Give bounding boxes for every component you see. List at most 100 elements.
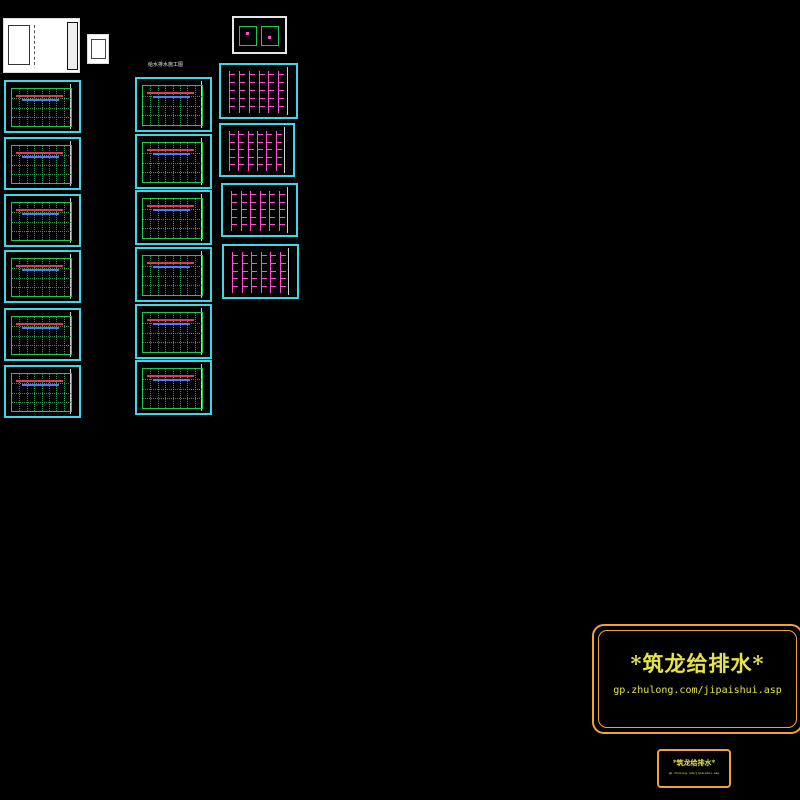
branch-line xyxy=(266,164,273,166)
branch-line xyxy=(260,270,267,272)
riser-line xyxy=(258,71,260,113)
floor-plan-sheet-col2-3[interactable] xyxy=(135,190,212,245)
branch-line xyxy=(238,134,245,135)
grid-line xyxy=(26,89,28,126)
supply-pipe xyxy=(153,379,190,381)
branch-line xyxy=(275,156,282,158)
branch-line xyxy=(248,106,255,107)
drain-pipe xyxy=(147,149,194,151)
system-diagram-sheet-3[interactable] xyxy=(221,183,298,237)
floor-plan-outline xyxy=(11,258,72,297)
branch-line xyxy=(238,106,245,107)
title-block xyxy=(70,84,77,129)
system-diagram-sheet-2[interactable] xyxy=(219,123,295,177)
grid-line xyxy=(63,317,65,354)
system-diagram-sheet-4[interactable] xyxy=(222,244,299,299)
floor-plan-outline xyxy=(11,316,72,355)
grid-line xyxy=(56,146,58,183)
branch-line xyxy=(266,156,273,158)
branch-line xyxy=(266,134,273,135)
floor-plan-outline xyxy=(11,373,72,412)
branch-line xyxy=(269,224,275,226)
floor-plan-sheet-col1-1[interactable] xyxy=(4,80,81,133)
floor-plan-sheet-col1-4[interactable] xyxy=(4,250,81,303)
riser-line xyxy=(232,252,233,293)
floor-plan-sheet-col2-6[interactable] xyxy=(135,360,212,415)
riser-line xyxy=(229,131,230,171)
detail-sheet-top[interactable] xyxy=(232,16,287,54)
branch-line xyxy=(278,194,285,195)
grid-line xyxy=(194,143,196,182)
branch-line xyxy=(260,255,267,256)
branch-line xyxy=(248,74,255,75)
floor-plan-sheet-col2-2[interactable] xyxy=(135,134,212,189)
branch-line xyxy=(259,194,266,195)
grid-line xyxy=(194,313,196,352)
grid-line xyxy=(56,317,58,354)
grid-line xyxy=(63,146,65,183)
branch-line xyxy=(229,90,235,91)
branch-line xyxy=(259,201,266,203)
grid-line xyxy=(172,143,174,182)
grid-line xyxy=(165,313,167,352)
grid-line xyxy=(179,256,181,295)
detail-drawing-right xyxy=(261,26,279,46)
branch-line xyxy=(259,209,266,211)
branch-line xyxy=(229,156,235,158)
branch-line xyxy=(247,141,254,143)
riser-line xyxy=(251,252,252,293)
grid-line xyxy=(34,317,36,354)
branch-line xyxy=(268,98,275,99)
grid-line xyxy=(19,203,21,240)
grid-line xyxy=(194,256,196,295)
design-notes-sheet[interactable] xyxy=(3,18,80,73)
grid-line xyxy=(41,259,43,296)
grid-line xyxy=(150,313,152,352)
grid-line xyxy=(187,199,189,238)
branch-line xyxy=(248,98,255,99)
floor-plan-sheet-col2-1[interactable] xyxy=(135,77,212,132)
grid-line xyxy=(157,369,159,408)
branch-line xyxy=(229,98,235,99)
grid-line xyxy=(63,203,65,240)
branch-line xyxy=(266,149,273,151)
grid-line xyxy=(187,143,189,182)
branch-line xyxy=(232,255,238,256)
floor-plan-sheet-col1-3[interactable] xyxy=(4,194,81,247)
detail-drawing-left xyxy=(239,26,257,46)
branch-line xyxy=(229,82,235,83)
notes-text-block xyxy=(8,25,30,65)
title-block xyxy=(201,364,208,411)
branch-line xyxy=(270,270,276,272)
grid-line xyxy=(41,89,43,126)
grid-line xyxy=(172,369,174,408)
floor-plan-sheet-col2-4[interactable] xyxy=(135,247,212,302)
branch-line xyxy=(260,278,267,280)
riser-line xyxy=(275,131,277,171)
title-block xyxy=(287,67,294,115)
branch-line xyxy=(279,270,286,272)
branch-line xyxy=(258,82,265,83)
floor-plan-sheet-col1-5[interactable] xyxy=(4,308,81,361)
branch-line xyxy=(269,209,275,211)
grid-line xyxy=(165,86,167,125)
branch-line xyxy=(260,262,267,264)
branch-line xyxy=(258,90,265,91)
floor-plan-sheet-col1-6[interactable] xyxy=(4,365,81,418)
branch-line xyxy=(257,164,263,166)
floor-plan-sheet-col2-5[interactable] xyxy=(135,304,212,359)
grid-line xyxy=(165,143,167,182)
floor-plan-sheet-col1-2[interactable] xyxy=(4,137,81,190)
branch-line xyxy=(268,90,275,91)
title-block xyxy=(70,369,77,414)
title-block xyxy=(201,81,208,128)
riser-line xyxy=(260,252,262,293)
drain-pipe xyxy=(16,380,63,382)
system-diagram-sheet-1[interactable] xyxy=(219,63,298,119)
branch-line xyxy=(278,82,285,83)
grid-line xyxy=(150,86,152,125)
drawing-index-sheet[interactable] xyxy=(87,34,109,64)
branch-line xyxy=(275,164,282,166)
grid-line xyxy=(41,317,43,354)
notes-text-block xyxy=(34,25,60,65)
